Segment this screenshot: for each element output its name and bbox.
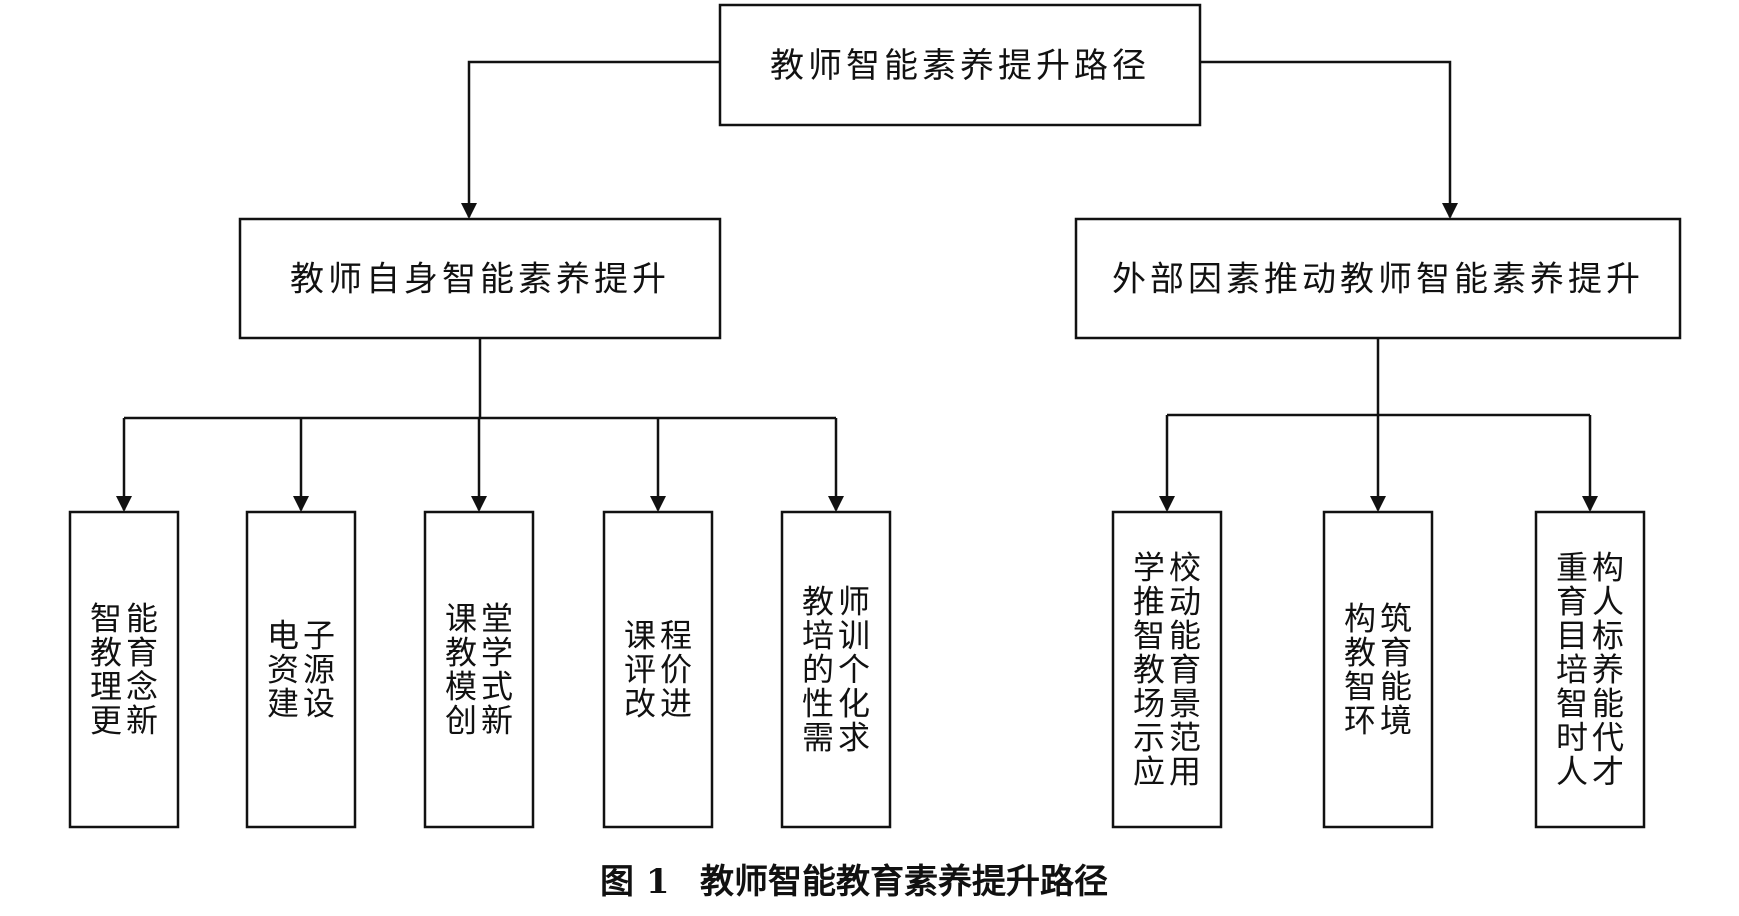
leaf-label-right-column: 校动能育景范用 (1169, 548, 1201, 790)
leaf-box (423, 510, 535, 829)
leaf-label-left-column: 电资建 (267, 616, 299, 722)
branch-node: 外部因素推动教师智能素养提升 (1074, 217, 1682, 340)
leaf-label-right-column: 堂学式新 (481, 599, 513, 739)
arrowhead-leaf-2-1 (1159, 496, 1175, 512)
branch-label: 教师自身智能素养提升 (290, 260, 670, 300)
root-box (718, 3, 1202, 127)
leaf-label-right-column: 能育念新 (126, 599, 158, 739)
figure-title: 教师智能教育素养提升路径 (700, 862, 1108, 902)
root-node: 教师智能素养提升路径 (718, 3, 1202, 127)
branch-label: 外部因素推动教师智能素养提升 (1112, 260, 1644, 300)
arrowhead-leaf-1-1 (116, 496, 132, 512)
connector-root-to-branch-1 (467, 60, 720, 217)
leaf-box (1322, 510, 1434, 829)
connectors (116, 60, 1598, 512)
figure-number: 图 1 (600, 862, 670, 902)
arrowhead-branch-1 (461, 203, 477, 219)
connector-root-to-branch-2 (1200, 60, 1452, 217)
nodes: 教师智能素养提升路径教师自身智能素养提升能育念新智教理更子源设电资建堂学式新课教… (68, 3, 1682, 829)
leaf-label-right-column: 构人标养能代才 (1592, 548, 1624, 790)
leaf-label-right-column: 程价进 (660, 616, 692, 722)
figure-caption: 图 1 教师智能教育素养提升路径 (600, 862, 1108, 902)
root-label: 教师智能素养提升路径 (770, 46, 1150, 86)
arrowhead-leaf-1-5 (828, 496, 844, 512)
arrowhead-leaf-2-3 (1582, 496, 1598, 512)
arrowhead-leaf-1-2 (293, 496, 309, 512)
leaf-box (780, 510, 892, 829)
leaf-label-left-column: 学推智教场示应 (1133, 548, 1165, 790)
leaf-box (602, 510, 714, 829)
leaf-box (1534, 510, 1646, 829)
leaf-label-left-column: 课评改 (624, 616, 656, 722)
arrowhead-leaf-1-4 (650, 496, 666, 512)
leaf-label-right-column: 师训个化求 (838, 582, 870, 756)
leaf-label-left-column: 智教理更 (90, 599, 122, 739)
leaf-label-left-column: 构教智环 (1344, 599, 1376, 739)
branch-box (1074, 217, 1682, 340)
leaf-box (1111, 510, 1223, 829)
arrowhead-leaf-1-3 (471, 496, 487, 512)
leaf-label-left-column: 教培的性需 (802, 582, 834, 756)
leaf-label-left-column: 重育目培智时人 (1556, 548, 1588, 790)
branch-node: 教师自身智能素养提升 (238, 217, 722, 340)
leaf-box (245, 510, 357, 829)
leaf-label-right-column: 子源设 (303, 616, 335, 722)
arrowhead-branch-2 (1442, 203, 1458, 219)
leaf-label-right-column: 筑育能境 (1380, 599, 1412, 739)
leaf-label-left-column: 课教模创 (445, 599, 477, 739)
arrowhead-leaf-2-2 (1370, 496, 1386, 512)
leaf-box (68, 510, 180, 829)
branch-box (238, 217, 722, 340)
